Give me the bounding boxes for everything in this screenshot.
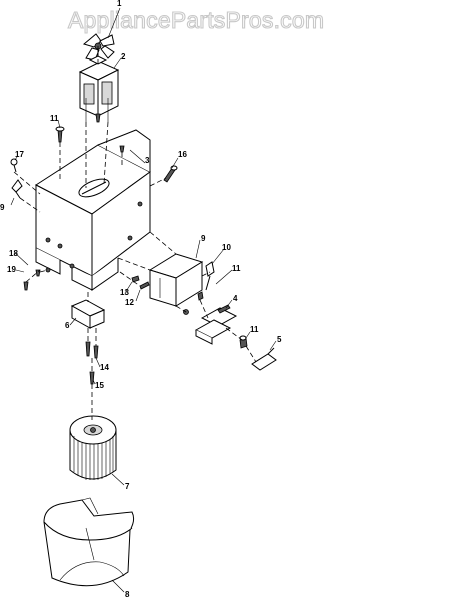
callout-11-top: 11: [50, 114, 59, 123]
switch-5-part: [251, 347, 277, 371]
screws-12-13: [131, 275, 189, 315]
callout-7: 7: [125, 482, 130, 491]
callout-2: 2: [121, 52, 126, 61]
clip-9-left: [11, 179, 23, 199]
leader-lines: [10, 7, 277, 593]
callout-13: 13: [120, 288, 129, 297]
callout-1: 1: [117, 0, 122, 8]
motor-part: [78, 48, 120, 122]
blower-housing-part: [43, 497, 135, 587]
transformer-box-part: [148, 253, 204, 307]
bracket-6-part: [70, 299, 106, 329]
fan-blade-part: [82, 33, 115, 61]
callout-6: 6: [65, 321, 70, 330]
screw-11-top: [55, 126, 65, 143]
screw-16: [163, 165, 178, 183]
housing-box-part: [35, 129, 151, 291]
callout-18: 18: [9, 249, 18, 258]
callout-19: 19: [7, 265, 16, 274]
screws-14-15: [85, 341, 99, 385]
small-screws-top: [95, 113, 125, 153]
callout-10: 10: [222, 243, 231, 252]
callout-12: 12: [125, 298, 134, 307]
callout-9-left: 9: [0, 203, 5, 212]
callout-9: 9: [201, 234, 206, 243]
callout-4: 4: [233, 294, 238, 303]
callout-labels: 1 2 3 4 5 6 7 8 9 10 11 11 11 12 13 14 1…: [0, 0, 282, 599]
watermark-text: AppliancePartsPros.com: [68, 7, 324, 33]
screw-17: [10, 158, 18, 173]
connector-10-part: [197, 261, 215, 301]
callout-11-low: 11: [250, 325, 259, 334]
callout-5: 5: [277, 335, 282, 344]
bracket-4-part: [194, 304, 238, 345]
callout-14: 14: [100, 363, 109, 372]
blower-wheel-part: [69, 415, 117, 480]
assembly-lines: [13, 46, 257, 420]
screws-18-19: [23, 267, 51, 291]
callout-15: 15: [95, 381, 104, 390]
callout-17: 17: [15, 150, 24, 159]
callout-8: 8: [125, 590, 130, 599]
callout-11-mid: 11: [232, 264, 241, 273]
callout-16: 16: [178, 150, 187, 159]
callout-3: 3: [145, 156, 150, 165]
